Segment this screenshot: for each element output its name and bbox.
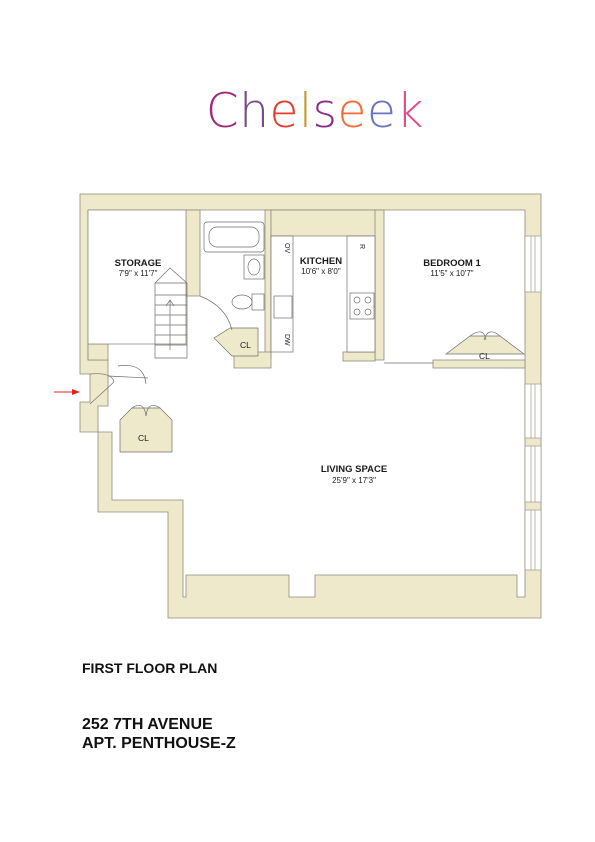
- stove: [349, 292, 375, 320]
- refrigerator-label: R: [358, 244, 365, 249]
- closet-label-bath: CL: [240, 340, 251, 350]
- room-name-bedroom: BEDROOM 1: [423, 258, 481, 269]
- logo-letter: s: [312, 84, 338, 139]
- bathroom: [203, 221, 265, 311]
- toilet: [251, 293, 265, 311]
- room-dim-kitchen: 10'6" x 8'0": [301, 267, 341, 276]
- wall-bedroom-bottom: [432, 359, 526, 369]
- bath-closet: [213, 327, 259, 357]
- kitchen-sink: [273, 295, 293, 319]
- oven-label: OV: [283, 243, 290, 253]
- wall-kitchen-bottom: [342, 351, 376, 362]
- entry-door: [89, 365, 149, 405]
- closet-label-bedroom: CL: [479, 351, 490, 361]
- room-name-kitchen: KITCHEN: [300, 256, 342, 267]
- logo-letter: k: [396, 84, 425, 139]
- room-dim-bedroom: 11'5" x 10'7": [430, 269, 473, 278]
- brand-logo: Chelseek: [0, 88, 595, 135]
- wall-kitchen-top: [270, 209, 380, 237]
- room-name-living: LIVING SPACE: [321, 464, 387, 475]
- wall-bedroom-left: [374, 209, 385, 361]
- bath-door-swing: [199, 295, 233, 331]
- closet-label-entry: CL: [138, 433, 149, 443]
- logo-letter: e: [366, 84, 397, 139]
- floor-plan-title: FIRST FLOOR PLAN: [82, 660, 218, 676]
- wall-storage-right: [185, 209, 201, 297]
- logo-letter: h: [239, 84, 270, 139]
- kitchen-counter-right: [346, 235, 376, 353]
- logo-letter: l: [298, 84, 313, 139]
- kitchen-counter-left: [270, 235, 294, 353]
- wall-bath-right: [264, 209, 272, 359]
- address-line-1: 252 7TH AVENUE: [82, 716, 213, 733]
- entry-closet: [119, 405, 173, 453]
- room-dim-living: 25'9" x 17'3": [332, 476, 376, 485]
- bedroom-closet: [444, 331, 526, 355]
- address-line-2: APT. PENTHOUSE-Z: [82, 735, 236, 752]
- logo-letter: C: [205, 84, 240, 139]
- windows-right: [524, 235, 542, 571]
- logo-letter: e: [337, 84, 367, 139]
- dishwasher-label: DW: [283, 334, 290, 346]
- room-dim-storage: 7'9" x 11'7": [119, 269, 158, 278]
- room-name-storage: STORAGE: [115, 258, 162, 269]
- wall-storage-bottom: [87, 343, 109, 361]
- staircase: [154, 267, 188, 359]
- entry-arrow: [54, 389, 80, 395]
- logo-letter: e: [269, 84, 299, 139]
